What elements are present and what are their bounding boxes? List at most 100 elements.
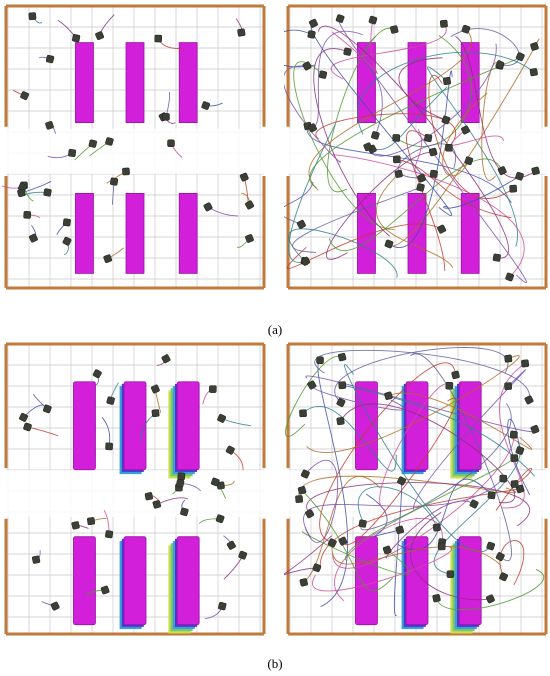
shelf — [357, 42, 376, 123]
robot-marker — [343, 47, 352, 56]
trails — [2, 14, 251, 260]
robot-trail — [310, 384, 405, 411]
robot-marker — [437, 224, 447, 234]
robot-marker — [368, 15, 378, 25]
robot-marker — [316, 356, 324, 364]
robot-trail — [304, 459, 339, 543]
robot-marker — [336, 398, 346, 407]
robot-marker — [245, 200, 255, 210]
robots — [296, 14, 540, 282]
robot-marker — [318, 70, 328, 79]
shelf-rack — [357, 192, 376, 274]
robot-marker — [432, 523, 441, 532]
robot-marker — [42, 404, 52, 414]
robot-trail — [365, 35, 383, 136]
robot-marker — [371, 131, 380, 140]
robot-marker — [417, 173, 427, 183]
robot-trail — [285, 355, 343, 437]
shelf-rack — [75, 42, 94, 123]
robot-trail — [436, 568, 545, 611]
robot-trail — [332, 434, 515, 569]
robot-trail — [410, 512, 491, 601]
robot-marker — [439, 19, 448, 28]
robot-trail — [221, 417, 251, 427]
panel-b-left — [2, 340, 268, 638]
shelf-rack — [176, 536, 200, 626]
robot-marker — [305, 509, 315, 519]
robot-marker — [87, 517, 96, 526]
robot-marker — [72, 34, 81, 43]
robot-marker — [23, 422, 32, 432]
robot-marker — [176, 479, 185, 488]
shelf — [119, 381, 147, 475]
robot-trail — [357, 486, 438, 528]
shelf — [401, 536, 429, 630]
robot-trail — [367, 43, 497, 157]
robot-marker — [45, 54, 55, 64]
robot-marker — [392, 134, 401, 142]
robot-marker — [152, 500, 162, 509]
robot-marker — [509, 430, 518, 439]
robot-trail — [284, 65, 341, 163]
robot-marker — [19, 412, 28, 422]
robot-trail — [388, 392, 533, 450]
robot-trail — [450, 129, 504, 146]
robot-marker — [382, 545, 392, 555]
shelf-rack — [123, 381, 147, 471]
robot-marker — [338, 381, 347, 390]
shelf — [125, 42, 145, 123]
shelf-rack — [125, 42, 145, 123]
robot-marker — [295, 495, 304, 503]
warehouse-map-b-left — [2, 342, 268, 636]
robot-marker — [390, 25, 399, 34]
robot-trail — [284, 181, 314, 225]
robot-marker — [297, 486, 307, 495]
robot-marker — [486, 541, 496, 551]
robot-marker — [529, 68, 538, 77]
robot-marker — [167, 139, 175, 148]
robot-marker — [524, 395, 534, 405]
robot-trail — [327, 27, 395, 193]
robot-trail — [345, 457, 515, 562]
robot-trail — [385, 38, 540, 247]
shelf — [355, 536, 378, 626]
robot-marker — [504, 354, 513, 363]
robot-trail — [331, 23, 447, 80]
robot-trail — [315, 113, 457, 149]
robot-marker — [28, 12, 37, 21]
robot-marker — [154, 34, 163, 43]
robots — [19, 354, 248, 611]
robot-marker — [497, 166, 507, 175]
robot-marker — [510, 480, 519, 488]
robot-marker — [505, 272, 514, 282]
robot-trail — [410, 353, 512, 561]
robot-marker — [531, 166, 540, 176]
shelf — [168, 381, 200, 479]
robot-trail — [334, 347, 509, 403]
robot-marker — [226, 540, 236, 550]
robot-trail — [312, 545, 453, 592]
robot-marker — [245, 234, 254, 243]
warehouse-map-a-right — [284, 4, 550, 290]
robot-marker — [432, 594, 441, 603]
warehouse-map-a-left — [2, 4, 268, 290]
robot-marker — [62, 218, 71, 227]
robot-trail — [332, 20, 378, 75]
shelf-rack — [405, 536, 429, 626]
shelf — [75, 192, 94, 274]
robot-trail — [433, 441, 521, 575]
walls — [4, 342, 266, 636]
trails — [284, 347, 545, 616]
robot-marker — [504, 382, 512, 390]
robot-marker — [338, 536, 348, 546]
robot-marker — [299, 578, 308, 587]
robot-trail — [284, 535, 333, 576]
robot-marker — [100, 585, 110, 595]
robot-marker — [393, 155, 401, 164]
robot-trail — [360, 403, 512, 531]
robot-marker — [442, 77, 451, 86]
caption-b: (b) — [267, 656, 283, 671]
robot-marker — [105, 442, 113, 451]
robot-marker — [20, 91, 29, 101]
robot-trail — [306, 355, 520, 453]
